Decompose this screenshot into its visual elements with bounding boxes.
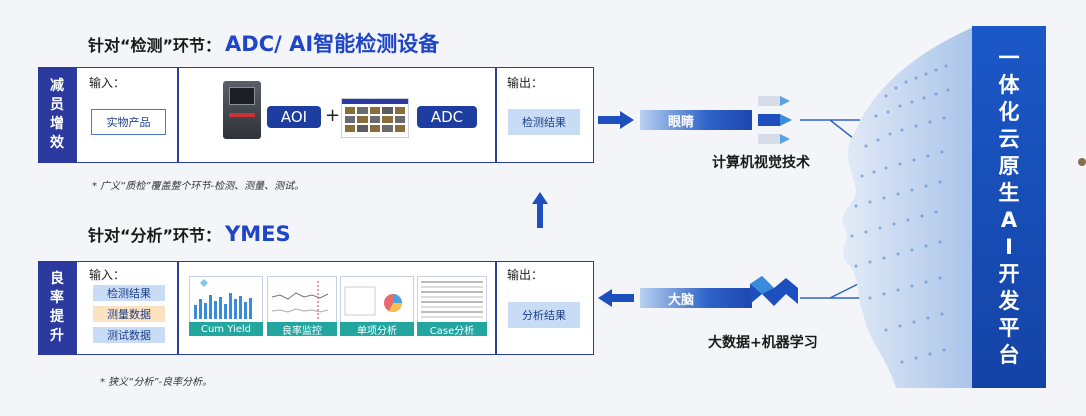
tag-aoi: AOI [267, 106, 321, 128]
bottom-input-label: 输入： [89, 268, 126, 282]
big-data-icon [750, 276, 798, 306]
top-input-label: 输入： [89, 76, 126, 90]
bottom-heading: 针对“分析”环节：YMES [88, 222, 291, 246]
output-item-detection-result: 检测结果 [508, 109, 580, 135]
input-item-0: 检测结果 [93, 285, 165, 301]
bottom-middle-cell: Cum Yield 良率监控 单项分析 Case分析 [178, 261, 496, 355]
bottom-heading-prefix: 针对“分析”环节： [88, 226, 222, 245]
brain-caption: 大数据+机器学习 [708, 335, 818, 351]
brain-label: 大脑 [668, 292, 695, 308]
side-label-efficiency: 减员增效 [38, 67, 76, 163]
tag-adc: ADC [417, 106, 477, 128]
tab-case-analysis: Case分析 [417, 322, 487, 337]
ai-face-illustration [842, 26, 976, 388]
adc-software-screenshot [341, 98, 409, 138]
bottom-heading-emphasis: YMES [225, 222, 291, 246]
arrow-right-top [598, 111, 634, 129]
aoi-machine-image [223, 81, 261, 139]
top-heading-prefix: 针对“检测”环节： [88, 36, 222, 55]
bottom-input-cell: 输入： 检测结果 测量数据 测试数据 [76, 261, 178, 355]
cum-yield-bars-icon [194, 279, 252, 319]
top-middle-cell: AOI + ADC [178, 67, 496, 163]
edge-dot [1078, 158, 1086, 166]
tab-cum-yield: Cum Yield [189, 322, 263, 336]
eyes-flow-bar: 眼睛 [640, 110, 752, 130]
platform-banner: 一体化云原生AI开发平台 [972, 26, 1046, 388]
top-heading-emphasis: ADC/ AI智能检测设备 [225, 32, 440, 56]
brain-connector-line [800, 283, 860, 299]
side-label-yield: 良率提升 [38, 261, 76, 355]
side-label-yield-text: 良率提升 [50, 271, 64, 344]
vision-icon [758, 96, 792, 144]
tab-single-analysis: 单项分析 [340, 322, 414, 337]
eyes-caption: 计算机视觉技术 [712, 155, 810, 171]
bottom-output-label: 输出： [507, 268, 544, 282]
eyes-label: 眼睛 [668, 114, 695, 130]
input-item-2: 测试数据 [93, 327, 165, 343]
single-analysis-chart-icon [344, 286, 402, 316]
input-item-physical-product: 实物产品 [91, 109, 166, 135]
output-item-analysis-result: 分析结果 [508, 302, 580, 328]
brain-flow-bar: 大脑 [640, 288, 752, 308]
top-note: * 广义“质检”覆盖整个环节-检测、测量、测试。 [92, 181, 305, 192]
bottom-note: * 狭义“分析”-良率分析。 [100, 377, 213, 388]
tab-yield-monitor: 良率监控 [267, 322, 337, 337]
top-output-cell: 输出： 检测结果 [496, 67, 594, 163]
top-heading: 针对“检测”环节：ADC/ AI智能检测设备 [88, 28, 439, 58]
plus-sign: + [325, 105, 341, 126]
input-item-1: 测量数据 [93, 306, 165, 322]
top-input-cell: 输入： 实物产品 [76, 67, 178, 163]
arrow-up [532, 192, 548, 228]
side-label-efficiency-text: 减员增效 [50, 78, 64, 151]
top-output-label: 输出： [507, 76, 544, 90]
platform-label: 一体化云原生AI开发平台 [998, 46, 1020, 367]
arrow-left-bottom [598, 289, 634, 307]
bottom-output-cell: 输出： 分析结果 [496, 261, 594, 355]
yield-monitor-chart-icon [271, 281, 329, 319]
